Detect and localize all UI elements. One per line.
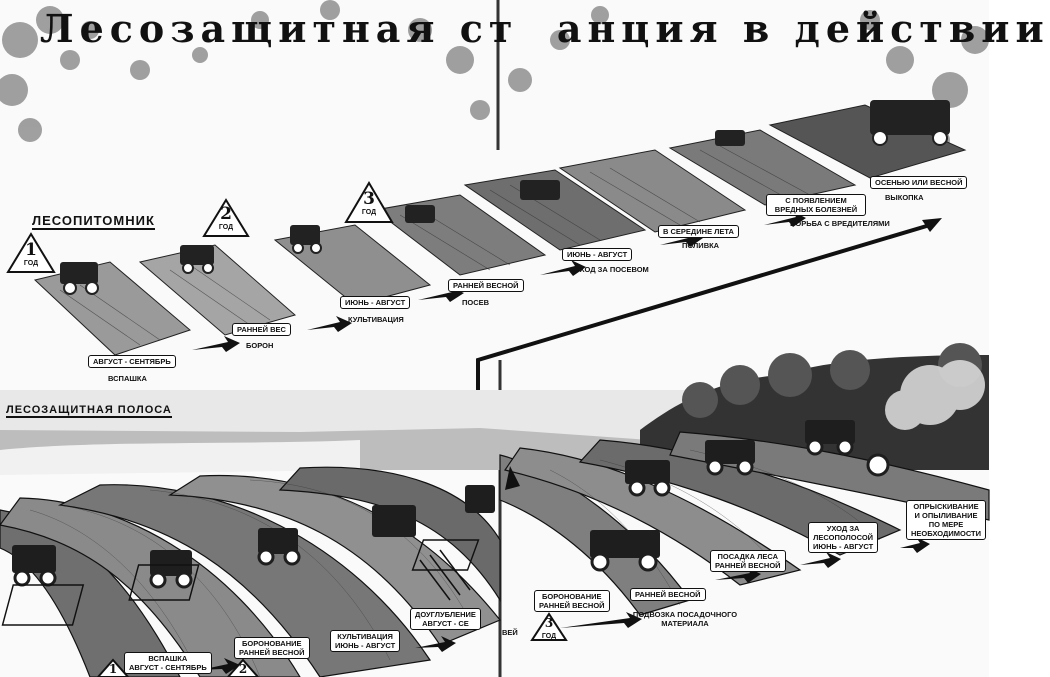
belt-step5-line2: РАННЕЙ ВЕСНОЙ [539,601,605,610]
belt-step9-line1: ОПРЫСКИВАНИЕ [913,502,979,511]
nursery-step8-caption: ВЫКОПКА [885,193,924,202]
belt-year1-label: 1 [98,662,128,676]
nursery-step2-date: РАННЕЙ ВЕС [232,323,291,336]
belt-step2-label: БОРОНОВАНИЕ РАННЕЙ ВЕСНОЙ [234,637,310,659]
belt-year3-word: ГОД [541,633,557,640]
year1-word: ГОД [23,260,39,267]
belt-step5-label: БОРОНОВАНИЕ РАННЕЙ ВЕСНОЙ [534,590,610,612]
belt-step3-line2: ИЮНЬ - АВГУСТ [335,641,396,650]
year2-word: ГОД [218,224,234,231]
belt-step2-line1: БОРОНОВАНИЕ [242,639,302,648]
nursery-step1-date: АВГУСТ - СЕНТЯБРЬ [88,355,176,368]
poster-title: Лесозащитная ст анция в действии [40,6,1050,51]
belt-step3-line1: КУЛЬТИВАЦИЯ [337,632,393,641]
nursery-step6-date: В СЕРЕДИНЕ ЛЕТА [658,225,739,238]
belt-step9-line2: И ОПЫЛИВАНИЕ [914,511,978,520]
belt-step4-label: ДОУГЛУБЛЕНИЕ АВГУСТ - СЕ [410,608,481,630]
belt-year2-label: 2 [228,662,258,676]
belt-year2-number: 2 [238,662,248,676]
belt-step4-line2: АВГУСТ - СЕ [422,619,469,628]
belt-heading: ЛЕСОЗАЩИТНАЯ ПОЛОСА [6,404,172,418]
belt-step8-line1: УХОД ЗА [826,524,860,533]
belt-year1-number: 1 [108,662,118,676]
belt-step8-line3: ИЮНЬ - АВГУСТ [813,542,874,551]
year3-number: 3 [363,189,375,209]
nursery-year3-label: 3 ГОД [354,189,384,220]
belt-step8-label: УХОД ЗА ЛЕСОПОЛОСОЙ ИЮНЬ - АВГУСТ [808,522,879,553]
nursery-step8-date: ОСЕНЬЮ или ВЕСНОЙ [870,176,968,189]
nursery-step7-date: С ПОЯВЛЕНИЕМ ВРЕДНЫХ БОЛЕЗНЕЙ [766,194,866,216]
belt-step7-label: ПОСАДКА ЛЕСА РАННЕЙ ВЕСНОЙ [710,550,786,572]
belt-step4-line1: ДОУГЛУБЛЕНИЕ [415,610,476,619]
belt-delivery-caption: ПОДВОЗКА ПОСАДОЧНОГО МАТЕРИАЛА [632,610,738,628]
belt-step8-line2: ЛЕСОПОЛОСОЙ [813,533,874,542]
belt-step2-line2: РАННЕЙ ВЕСНОЙ [239,648,305,657]
nursery-step6-caption: ПОЛИВКА [682,241,720,250]
belt-step9-line4: НЕОБХОДИМОСТИ [911,529,982,538]
nursery-heading: ЛЕСОПИТОМНИК [32,213,155,230]
poster-artwork [0,0,990,677]
year3-word: ГОД [361,209,377,216]
belt-step7-line1: ПОСАДКА ЛЕСА [717,552,779,561]
nursery-step4-date: РАННЕЙ ВЕСНОЙ [448,279,524,292]
nursery-step5-caption: УХОД ЗА ПОСЕВОМ [575,265,649,274]
belt-fragment: ВЕЙ [502,628,518,637]
belt-year3-number: 3 [544,616,554,630]
nursery-step1-caption: ВСПАШКА [108,374,147,383]
belt-step1-line2: АВГУСТ - СЕНТЯБРЬ [129,663,207,672]
belt-year3-label: 3 ГОД [534,616,564,644]
belt-step9-label: ОПРЫСКИВАНИЕ И ОПЫЛИВАНИЕ ПО МЕРЕ НЕОБХО… [906,500,987,540]
belt-step5-line1: БОРОНОВАНИЕ [542,592,602,601]
belt-step9-line3: ПО МЕРЕ [928,520,964,529]
belt-step3-label: КУЛЬТИВАЦИЯ ИЮНЬ - АВГУСТ [330,630,401,652]
nursery-step2-caption: БОРОН [246,341,274,350]
nursery-year2-label: 2 ГОД [211,204,241,235]
year1-number: 1 [25,240,37,260]
belt-step1-label: ВСПАШКА АВГУСТ - СЕНТЯБРЬ [124,652,212,674]
nursery-step3-date: ИЮНЬ - АВГУСТ [340,296,411,309]
year2-number: 2 [220,204,232,224]
nursery-step4-caption: ПОСЕВ [462,298,490,307]
nursery-step5-date: ИЮНЬ - АВГУСТ [562,248,633,261]
nursery-step3-caption: КУЛЬТИВАЦИЯ [348,315,404,324]
nursery-step7-caption: БОРЬБА С ВРЕДИТЕЛЯМИ [790,219,890,228]
nursery-year1-label: 1 ГОД [16,240,46,271]
belt-step1-line1: ВСПАШКА [148,654,188,663]
belt-step6-label: РАННЕЙ ВЕСНОЙ [630,588,706,601]
belt-step6-line1: РАННЕЙ ВЕСНОЙ [635,590,701,599]
belt-step7-line2: РАННЕЙ ВЕСНОЙ [715,561,781,570]
